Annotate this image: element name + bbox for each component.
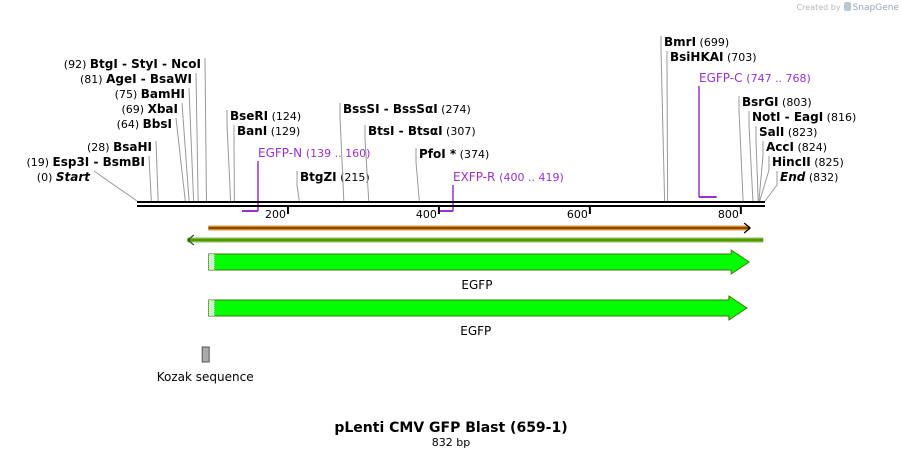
kozak-box[interactable] <box>201 346 210 363</box>
ruler-tick-label: 200 <box>265 208 286 221</box>
site-agei[interactable]: (81) AgeI - BsaWI <box>80 72 199 202</box>
site-bmri[interactable]: BmrI (699) <box>660 35 729 202</box>
svg-text:SalI (823): SalI (823) <box>759 125 817 139</box>
site-btgzi[interactable]: BtgZI (215) <box>296 170 370 202</box>
snapgene-name: SnapGene <box>852 3 899 13</box>
feature-start-marker <box>208 253 216 271</box>
site-btgi[interactable]: (92) BtgI - StyI - NcoI <box>64 57 207 202</box>
site-btsi[interactable]: BtsI - BtsαI (307) <box>364 124 476 202</box>
svg-text:BanI (129): BanI (129) <box>237 124 300 138</box>
svg-text:(81) AgeI - BsaWI: (81) AgeI - BsaWI <box>80 72 192 86</box>
site-acci[interactable]: AccI (824) <box>758 140 827 202</box>
svg-text:AccI (824): AccI (824) <box>766 140 827 154</box>
primer-egfp-n[interactable]: EGFP-N (139 .. 160) <box>241 146 371 212</box>
ruler-tick-label: 400 <box>416 208 437 221</box>
svg-text:BtgZI (215): BtgZI (215) <box>300 170 370 184</box>
site-bsssi[interactable]: BssSI - BssSαI (274) <box>339 102 471 202</box>
svg-text:EXFP-R (400 .. 419): EXFP-R (400 .. 419) <box>453 170 564 184</box>
site-pfoi[interactable]: PfoI * (374) <box>415 147 489 202</box>
svg-text:(0) Start: (0) Start <box>37 170 91 184</box>
sequence-length: 832 bp <box>432 436 470 449</box>
ruler-tick-label: 600 <box>567 208 588 221</box>
site-xbai[interactable]: (69) XbaI <box>122 102 190 202</box>
primers: EGFP-N (139 .. 160) EXFP-R (400 .. 419) EG… <box>241 71 811 212</box>
svg-text:EGFP-C (747 .. 768): EGFP-C (747 .. 768) <box>699 71 811 85</box>
primer-exfp-r[interactable]: EXFP-R (400 .. 419) <box>438 170 564 212</box>
svg-text:(64) BbsI: (64) BbsI <box>117 117 172 131</box>
kozak-label: Kozak sequence <box>157 370 254 384</box>
svg-text:BsiHKAI (703): BsiHKAI (703) <box>670 50 757 64</box>
site-bsahi[interactable]: (28) BsaHI <box>87 140 159 202</box>
feature-egfp-2[interactable]: EGFP <box>208 295 748 338</box>
svg-text:EGFP-N (139 .. 160): EGFP-N (139 .. 160) <box>258 146 370 160</box>
site-noti[interactable]: NotI - EagI (816) <box>748 110 856 202</box>
site-bamhi[interactable]: (75) BamHI <box>115 87 195 202</box>
feature-start-marker <box>208 299 216 317</box>
backbone-top-strand <box>137 201 765 203</box>
svg-text:NotI - EagI (816): NotI - EagI (816) <box>752 110 856 124</box>
svg-text:BseRI (124): BseRI (124) <box>230 109 301 123</box>
site-bani[interactable]: BanI (129) <box>233 124 300 202</box>
created-by-text: Created by <box>796 3 841 12</box>
site-esp3i[interactable]: (19) Esp3I - BsmBI <box>26 155 152 202</box>
orf-reverse-arrowhead <box>186 234 195 246</box>
feature-label: EGFP <box>460 324 491 338</box>
svg-text:BssSI - BssSαI (274): BssSI - BssSαI (274) <box>343 102 471 116</box>
svg-text:BmrI (699): BmrI (699) <box>664 35 729 49</box>
svg-text:BsrGI (803): BsrGI (803) <box>742 95 812 109</box>
svg-text:(28) BsaHI: (28) BsaHI <box>87 140 152 154</box>
site-bsrgi[interactable]: BsrGI (803) <box>738 95 812 202</box>
site-end[interactable]: End (832) <box>764 170 838 202</box>
site-bbsi[interactable]: (64) BbsI <box>117 117 186 202</box>
map-title: pLenti CMV GFP Blast (659-1) <box>334 420 567 436</box>
snapgene-brand: Created by SnapGene <box>797 2 899 13</box>
svg-text:(92) BtgI - StyI - NcoI: (92) BtgI - StyI - NcoI <box>64 57 201 71</box>
site-sali[interactable]: SalI (823) <box>755 125 817 202</box>
primer-egfp-c[interactable]: EGFP-C (747 .. 768) <box>698 71 811 198</box>
site-start[interactable]: (0) Start <box>37 170 138 202</box>
kozak-feature: Kozak sequence <box>157 346 254 384</box>
backbone-bottom-strand <box>137 205 765 207</box>
svg-text:End (832): End (832) <box>780 170 838 184</box>
site-hincii[interactable]: HincII (825) <box>759 155 844 202</box>
svg-text:PfoI * (374): PfoI * (374) <box>419 147 489 161</box>
svg-text:BtsI - BtsαI (307): BtsI - BtsαI (307) <box>368 124 476 138</box>
feature-arrow <box>208 295 748 321</box>
svg-text:(19) Esp3I - BsmBI: (19) Esp3I - BsmBI <box>26 155 145 169</box>
feature-egfp-1[interactable]: EGFP <box>208 249 751 292</box>
svg-text:(69) XbaI: (69) XbaI <box>122 102 178 116</box>
site-bsihkai[interactable]: BsiHKAI (703) <box>666 50 757 202</box>
ruler: 200 400 600 800 <box>265 207 742 221</box>
orf-forward-arrowhead <box>743 222 752 234</box>
svg-text:(75) BamHI: (75) BamHI <box>115 87 185 101</box>
svg-text:HincII (825): HincII (825) <box>772 155 844 169</box>
ruler-tick-label: 800 <box>718 208 739 221</box>
site-bseri[interactable]: BseRI (124) <box>226 109 301 202</box>
restriction-sites: (0) Start(19) Esp3I - BsmBI(28) BsaHI (64… <box>26 35 856 202</box>
feature-label: EGFP <box>461 278 492 292</box>
feature-tracks: EGFP EGFP <box>208 249 751 338</box>
snapgene-logo-icon <box>843 2 851 11</box>
sequence-backbone <box>137 201 765 207</box>
feature-arrow <box>208 249 751 275</box>
orf-tracks <box>186 222 764 246</box>
